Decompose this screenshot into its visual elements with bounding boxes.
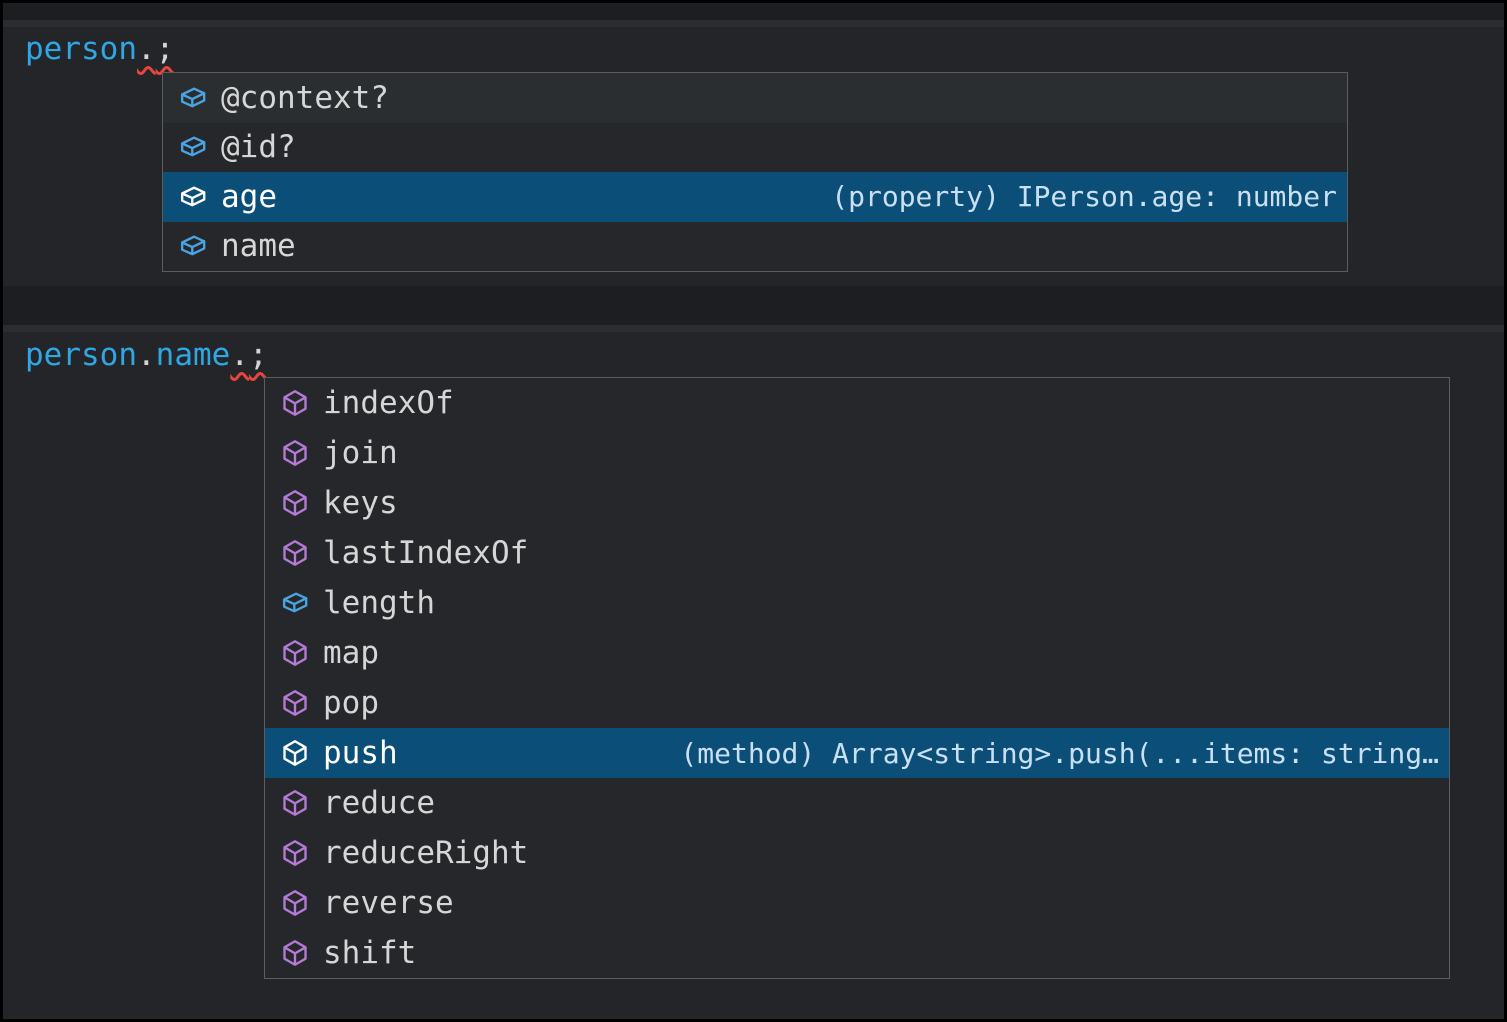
editor-frame: person.; @context? @id? age (property) IPer…: [3, 3, 1504, 1019]
suggestion-label: shift: [323, 935, 417, 971]
suggestion-label: keys: [323, 485, 398, 521]
suggestion-item[interactable]: @context?: [163, 73, 1347, 123]
suggestion-item[interactable]: join: [265, 428, 1449, 478]
suggestion-label: reverse: [323, 885, 454, 921]
code-token-object: person: [25, 337, 137, 373]
symbol-method-icon: [281, 939, 309, 967]
suggestion-label: name: [221, 228, 296, 265]
symbol-method-icon: [281, 739, 309, 767]
suggestion-detail: (property) IPerson.age: number: [831, 180, 1337, 214]
suggestion-item[interactable]: pop: [265, 678, 1449, 728]
code-token-semicolon: ;: [248, 337, 268, 373]
suggestion-item[interactable]: reverse: [265, 878, 1449, 928]
symbol-field-icon: [281, 589, 309, 617]
suggestion-label: indexOf: [323, 385, 454, 421]
symbol-method-icon: [281, 839, 309, 867]
suggestion-label: @context?: [221, 79, 389, 116]
symbol-method-icon: [281, 639, 309, 667]
editor-mid-strip: [3, 286, 1504, 325]
code-token-dot: .: [230, 337, 249, 373]
suggestion-item[interactable]: age (property) IPerson.age: number: [163, 172, 1347, 222]
suggestion-item[interactable]: lastIndexOf: [265, 528, 1449, 578]
symbol-field-icon: [179, 232, 207, 260]
editor-separator: [3, 325, 1504, 332]
symbol-field-icon: [179, 183, 207, 211]
suggestion-item[interactable]: @id?: [163, 123, 1347, 173]
code-token-dot: .: [136, 31, 156, 67]
suggestion-label: length: [323, 585, 435, 621]
suggestion-item[interactable]: name: [163, 222, 1347, 272]
suggestion-label: age: [221, 178, 277, 215]
suggestion-label: @id?: [221, 129, 296, 166]
symbol-method-icon: [281, 889, 309, 917]
code-token-dot: .: [136, 337, 156, 373]
suggestion-label: push: [323, 735, 398, 771]
symbol-method-icon: [281, 489, 309, 517]
suggestion-item[interactable]: map: [265, 628, 1449, 678]
suggest-widget-1: @context? @id? age (property) IPerson.age: …: [162, 72, 1348, 272]
symbol-field-icon: [179, 84, 207, 112]
suggestion-item[interactable]: reduce: [265, 778, 1449, 828]
suggestion-label: lastIndexOf: [323, 535, 529, 571]
suggestion-label: reduce: [323, 785, 435, 821]
symbol-method-icon: [281, 389, 309, 417]
symbol-method-icon: [281, 439, 309, 467]
code-token-object: person: [25, 31, 137, 67]
suggestion-detail: (method) Array<string>.push(...items: st…: [680, 736, 1439, 770]
suggestion-item[interactable]: push (method) Array<string>.push(...items…: [265, 728, 1449, 778]
suggestion-item[interactable]: shift: [265, 928, 1449, 978]
suggestion-label: reduceRight: [323, 835, 529, 871]
suggestion-item[interactable]: length: [265, 578, 1449, 628]
symbol-field-icon: [179, 133, 207, 161]
symbol-method-icon: [281, 689, 309, 717]
editor-top-strip: [3, 3, 1504, 20]
suggest-widget-2: indexOf join keys lastIndexOf length map pop pu…: [264, 377, 1450, 979]
code-token-semicolon: ;: [155, 31, 175, 67]
suggestion-item[interactable]: reduceRight: [265, 828, 1449, 878]
symbol-method-icon: [281, 789, 309, 817]
suggestion-item[interactable]: indexOf: [265, 378, 1449, 428]
suggestion-label: join: [323, 435, 398, 471]
symbol-method-icon: [281, 539, 309, 567]
suggestion-label: map: [323, 635, 379, 671]
code-line-2[interactable]: person.name.;: [25, 333, 268, 377]
suggestion-label: pop: [323, 685, 379, 721]
suggestion-item[interactable]: keys: [265, 478, 1449, 528]
code-line-1[interactable]: person.;: [25, 27, 174, 71]
code-token-property: name: [155, 337, 231, 373]
editor-separator: [3, 20, 1504, 27]
